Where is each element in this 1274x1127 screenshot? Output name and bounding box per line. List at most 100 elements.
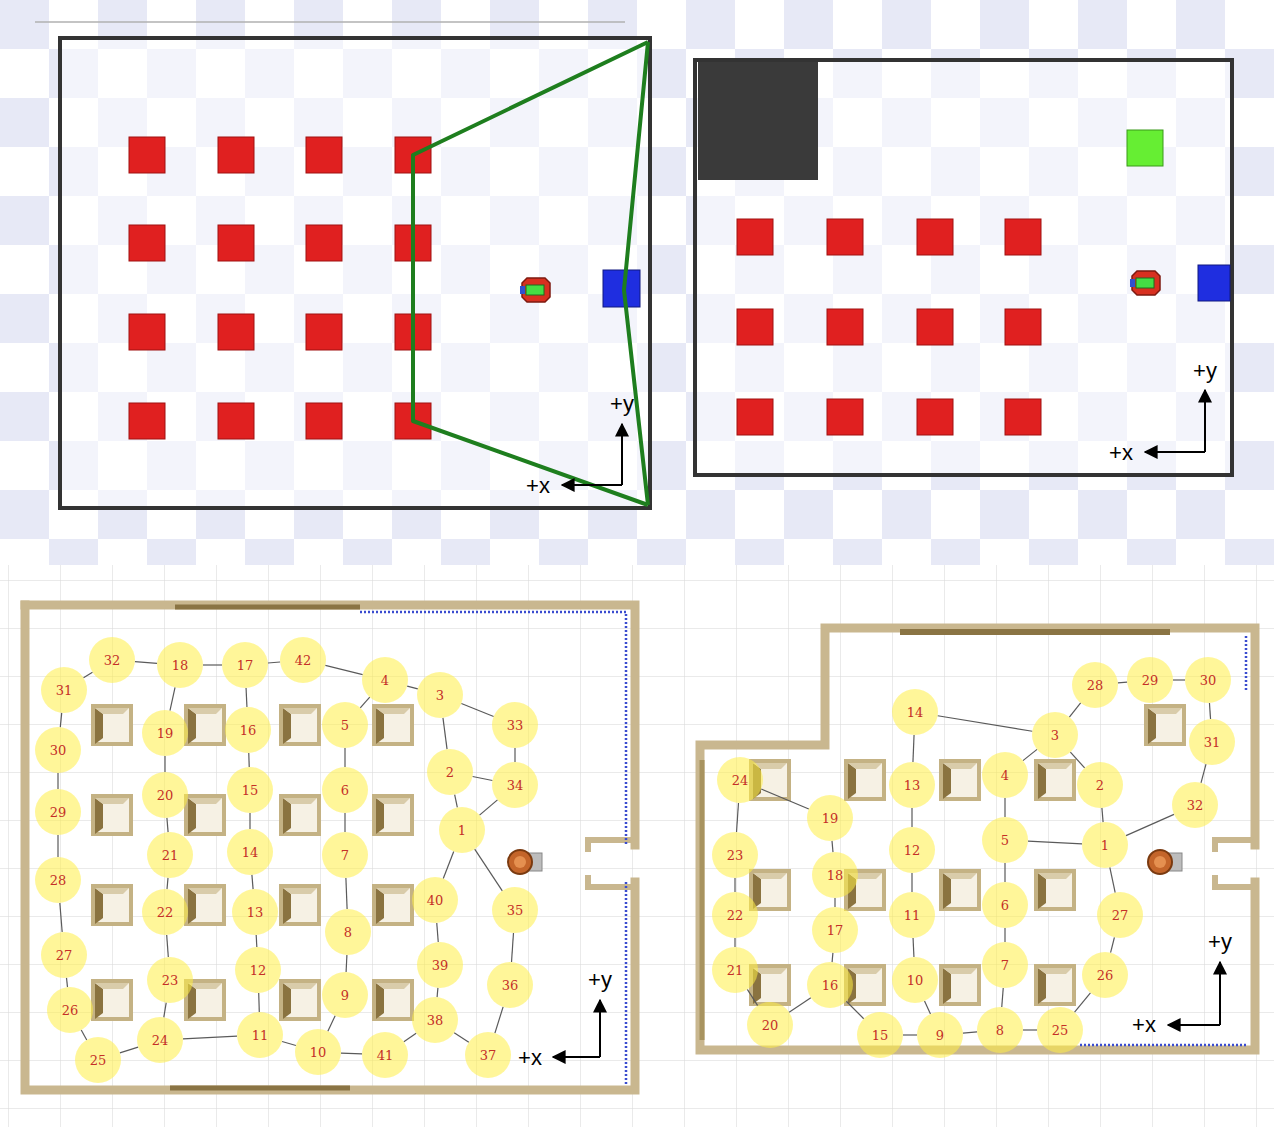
graph-edge bbox=[831, 953, 833, 962]
map-left-part bbox=[281, 886, 319, 924]
node-number: 34 bbox=[507, 779, 524, 792]
graph-edge bbox=[1004, 863, 1005, 882]
node-number: 7 bbox=[341, 849, 349, 862]
graph-node: 27 bbox=[1097, 892, 1143, 938]
map-right-part bbox=[1215, 840, 1251, 887]
node-number: 37 bbox=[480, 1049, 497, 1062]
graph-edge bbox=[454, 1033, 469, 1043]
node-number: 30 bbox=[1200, 674, 1217, 687]
node-number: 29 bbox=[50, 806, 67, 819]
map-left-part bbox=[281, 706, 319, 744]
map-left-part bbox=[25, 605, 635, 845]
axis-label: +x bbox=[1109, 442, 1133, 464]
node-number: 32 bbox=[104, 654, 121, 667]
graph-node: 6 bbox=[982, 882, 1028, 928]
graph-edge bbox=[344, 813, 345, 832]
graph-edge bbox=[360, 697, 369, 708]
sim-arena-left-part bbox=[306, 314, 342, 350]
graph-edge bbox=[1023, 1029, 1037, 1030]
sim-arena-left-part bbox=[218, 403, 254, 439]
graph-edge bbox=[164, 756, 165, 772]
node-number: 42 bbox=[295, 654, 312, 667]
node-number: 28 bbox=[1087, 679, 1104, 692]
graph-edge bbox=[166, 878, 168, 889]
sim-arena-left bbox=[60, 38, 650, 508]
node-number: 16 bbox=[822, 979, 839, 992]
graph-node: 4 bbox=[362, 657, 408, 703]
axis-label: +y bbox=[1208, 931, 1232, 953]
map-right-part bbox=[846, 761, 884, 799]
graph-edge bbox=[913, 735, 914, 762]
sim-arena-right-part bbox=[917, 219, 953, 255]
graph-edge bbox=[473, 777, 493, 781]
sim-arena-right-part bbox=[1145, 451, 1205, 453]
sim-arena-left-part bbox=[306, 137, 342, 173]
graph-edge bbox=[831, 841, 833, 852]
graph-edge bbox=[258, 993, 260, 1012]
map-left-part bbox=[374, 706, 412, 744]
map-right-part bbox=[1168, 1024, 1220, 1026]
node-number: 6 bbox=[1001, 899, 1009, 912]
graph-node: 7 bbox=[322, 832, 368, 878]
map-left-part bbox=[599, 1000, 601, 1057]
node-number: 39 bbox=[432, 959, 449, 972]
sim-arena-right-part bbox=[695, 60, 1232, 475]
map-left-part bbox=[625, 882, 628, 1085]
node-number: 21 bbox=[727, 964, 744, 977]
graph-node: 14 bbox=[227, 829, 273, 875]
graph-node: 34 bbox=[492, 762, 538, 808]
graph-node: 26 bbox=[47, 987, 93, 1033]
node-number: 7 bbox=[1001, 959, 1009, 972]
map-right-part bbox=[700, 628, 1255, 1050]
graph-node: 27 bbox=[41, 932, 87, 978]
node-number: 18 bbox=[827, 869, 844, 882]
graph-edge bbox=[455, 795, 458, 808]
graph-node: 30 bbox=[35, 727, 81, 773]
sim-arena-right-part bbox=[827, 219, 863, 255]
node-number: 17 bbox=[237, 659, 254, 672]
node-number: 25 bbox=[1052, 1024, 1069, 1037]
node-number: 18 bbox=[172, 659, 189, 672]
sim-arena-left-part bbox=[306, 225, 342, 261]
graph-edge bbox=[57, 835, 58, 857]
node-number: 20 bbox=[762, 1019, 779, 1032]
graph-edge bbox=[789, 998, 811, 1012]
graph-node: 41 bbox=[362, 1032, 408, 1078]
map-left-part bbox=[508, 850, 542, 874]
graph-edge bbox=[248, 753, 250, 767]
graph-node: 28 bbox=[35, 857, 81, 903]
graph-node: 2 bbox=[427, 749, 473, 795]
map-left-part bbox=[360, 612, 626, 845]
node-number: 40 bbox=[427, 894, 444, 907]
node-number: 11 bbox=[904, 909, 921, 922]
map-right-part bbox=[1148, 850, 1182, 874]
graph-node: 29 bbox=[1127, 657, 1173, 703]
graph-node: 30 bbox=[1185, 657, 1231, 703]
graph-node: 2 bbox=[1077, 762, 1123, 808]
graph-edge bbox=[443, 718, 447, 749]
graph-edge bbox=[249, 813, 250, 829]
graph-edge bbox=[737, 803, 739, 832]
graph-node: 16 bbox=[225, 707, 271, 753]
graph-edge bbox=[911, 873, 912, 892]
graph-edge bbox=[1110, 867, 1115, 892]
sim-arena-right-part bbox=[1005, 219, 1041, 255]
graph-edge bbox=[1002, 988, 1003, 1007]
graph-node: 18 bbox=[157, 642, 203, 688]
graph-edge bbox=[341, 1052, 362, 1054]
graph-edge bbox=[167, 818, 168, 832]
node-number: 31 bbox=[56, 684, 73, 697]
node-number: 29 bbox=[1142, 674, 1159, 687]
map-right-part bbox=[1036, 966, 1074, 1004]
node-number: 20 bbox=[157, 789, 174, 802]
map-left-part bbox=[588, 840, 631, 852]
sim-arena-left-part bbox=[562, 484, 622, 486]
graph-edge bbox=[834, 898, 835, 907]
map-right-part bbox=[900, 629, 1170, 635]
graph-edge bbox=[1201, 764, 1206, 783]
graph-node: 10 bbox=[892, 957, 938, 1003]
node-number: 13 bbox=[247, 906, 264, 919]
graph-edge bbox=[325, 665, 362, 674]
grid-background-part bbox=[0, 565, 1274, 1127]
sim-arena-left-part bbox=[218, 314, 254, 350]
